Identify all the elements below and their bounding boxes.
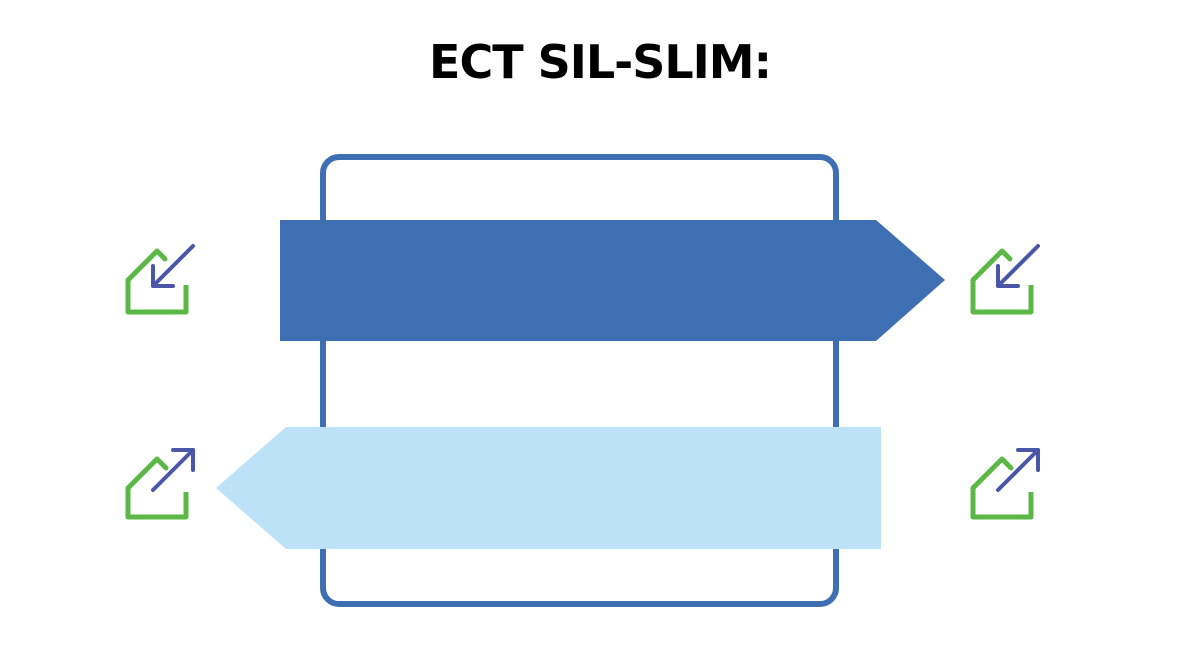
page-title: ECT SIL-SLIM: [429,35,772,89]
unit-outline [320,154,839,607]
exhaust-airflow-arrow [216,427,881,549]
house-arrow-out-icon [128,450,193,517]
house-arrow-in-icon [128,246,193,312]
house-arrow-out-icon [973,450,1038,517]
house-arrow-in-icon [973,246,1038,312]
supply-airflow-arrow [280,220,945,341]
